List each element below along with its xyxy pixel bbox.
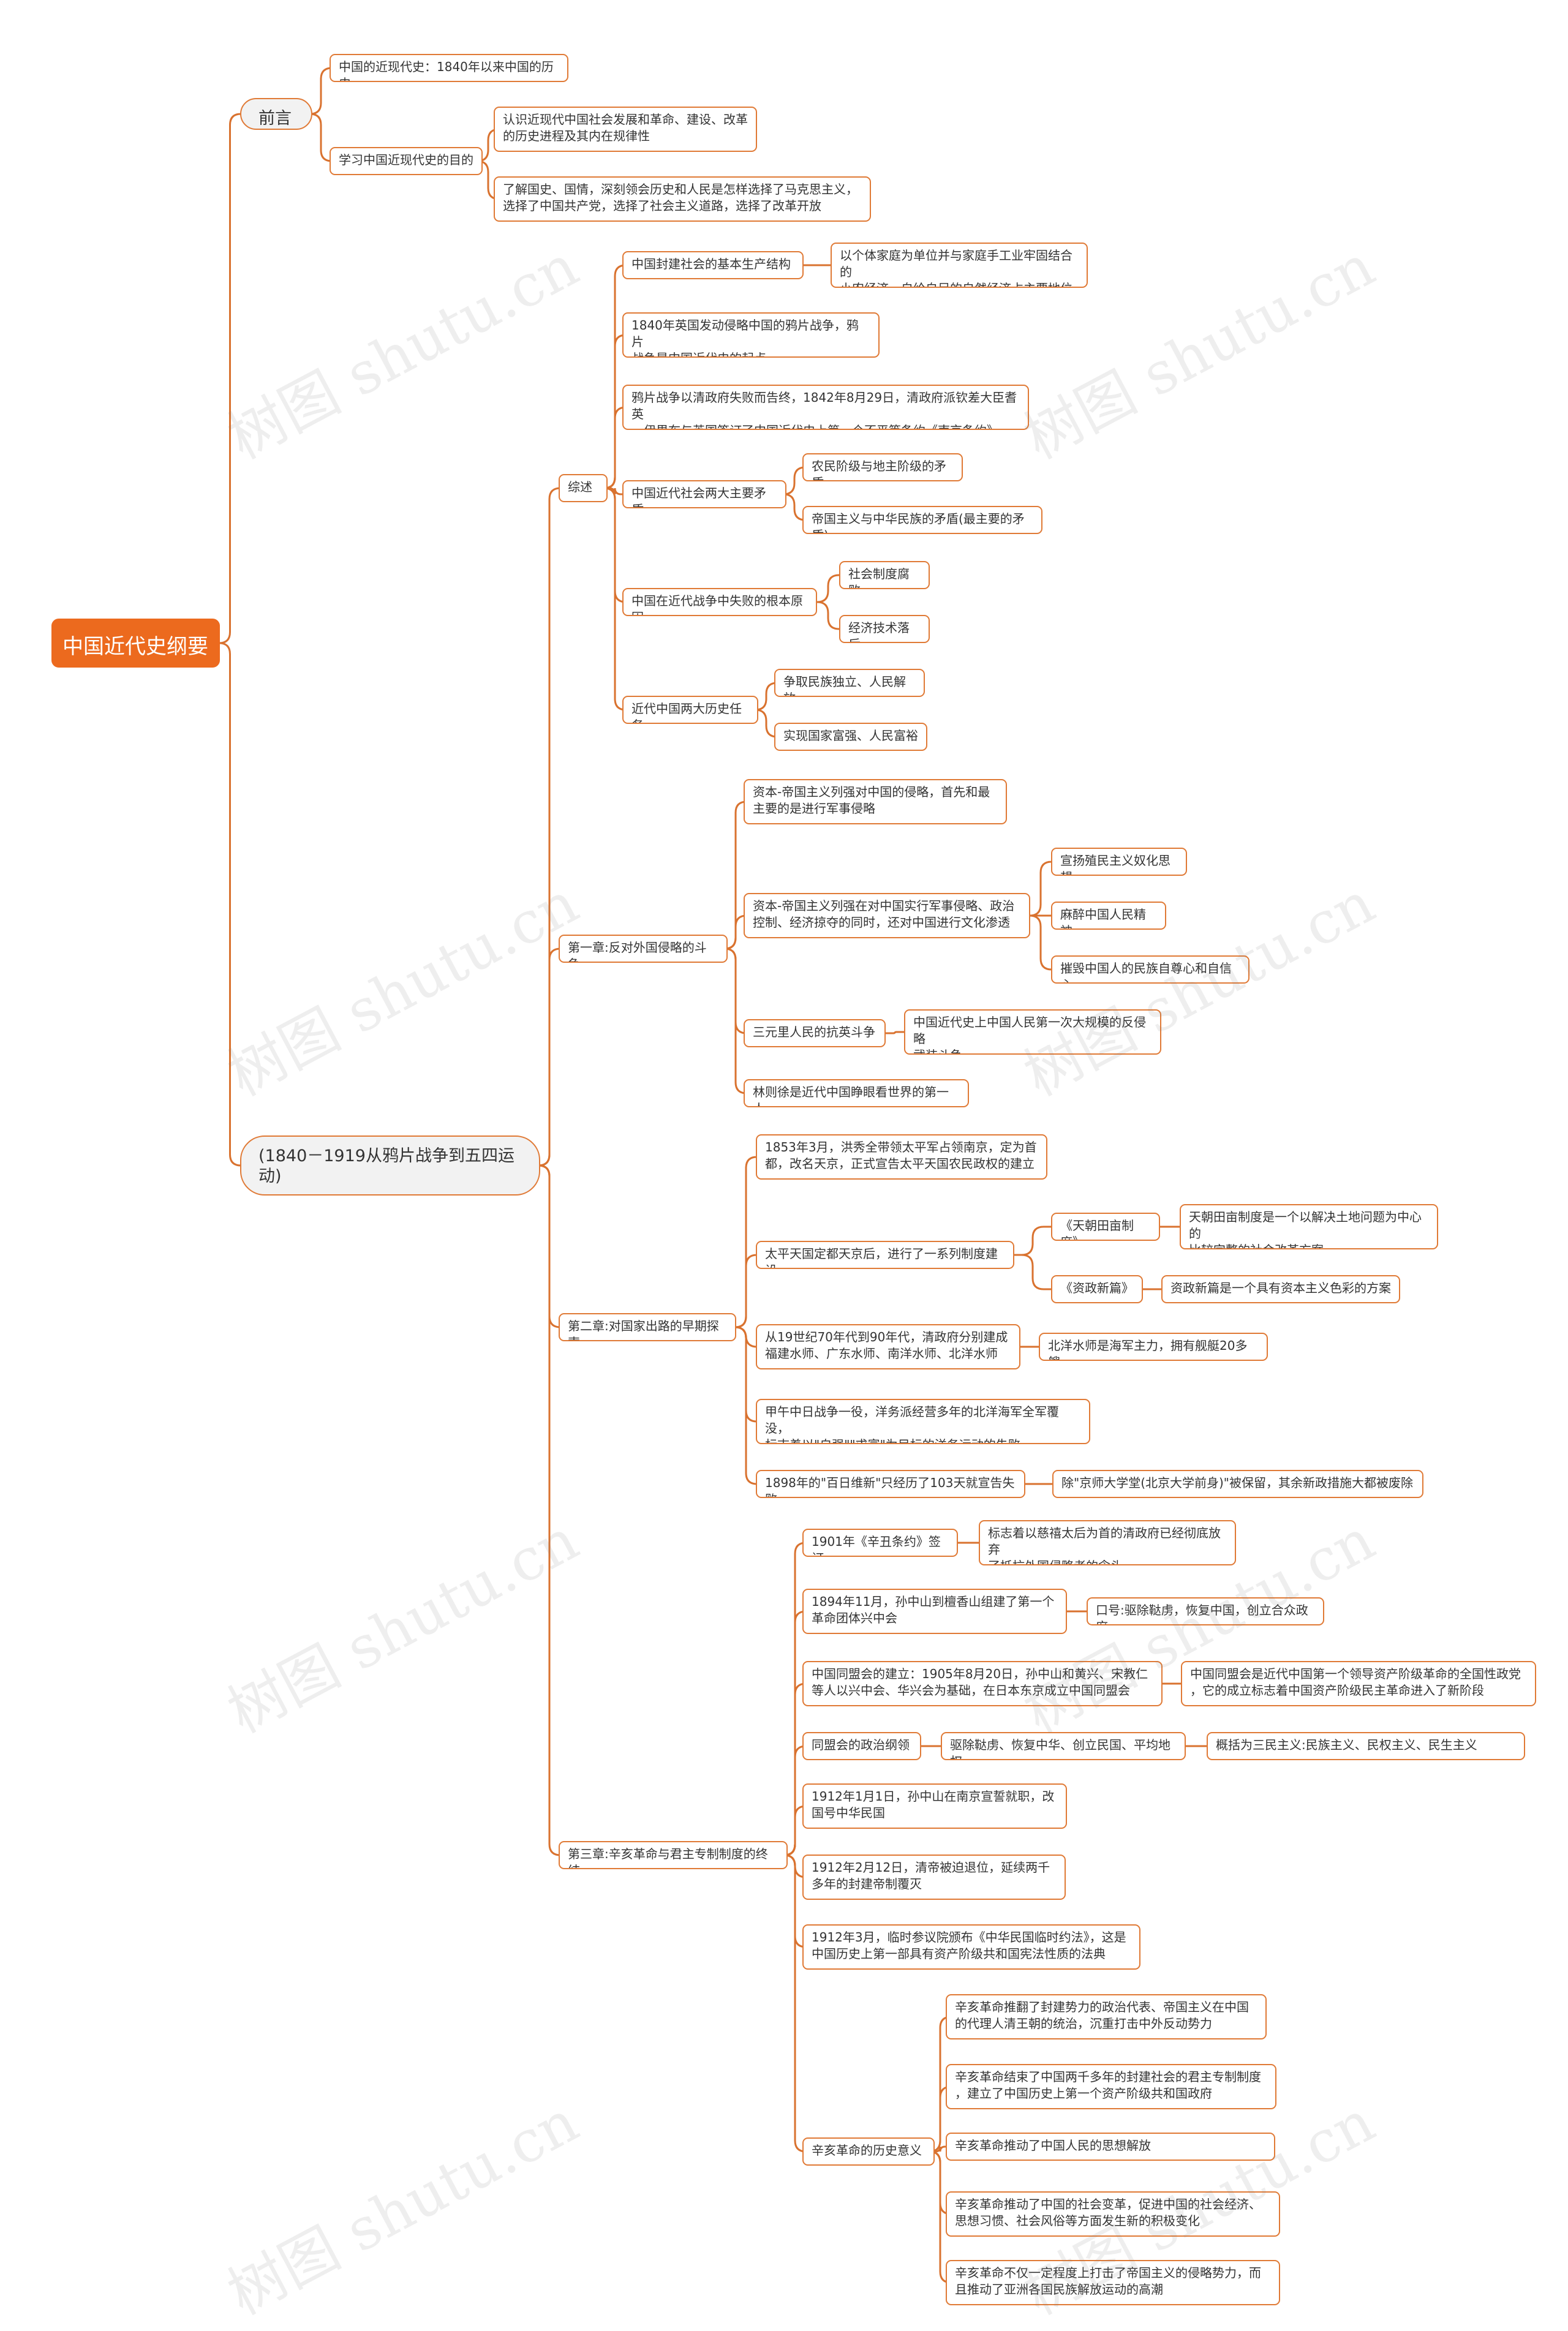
node-c2b[interactable]: 太平天国定都天京后，进行了一系列制度建设 [756,1241,1014,1269]
edge-root-preface [219,113,241,644]
edge-c1-c1b [724,914,747,950]
node-c2e1[interactable]: 除"京师大学堂(北京大学前身)"被保留，其余新政措施大都被废除 [1052,1470,1423,1498]
node-ov[interactable]: 综述 [559,474,608,502]
node-ov4b[interactable]: 帝国主义与中华民族的矛盾(最主要的矛盾) [802,506,1042,534]
node-c2b1a[interactable]: 天朝田亩制度是一个以解决土地问题为中心的 比较完整的社会改革方案 [1180,1204,1438,1249]
edge-c3-c3e [783,1805,807,1856]
edge-ov6-ov6b [755,709,778,738]
node-ov6[interactable]: 近代中国两大历史任务 [622,696,758,724]
node-c2c[interactable]: 从19世纪70年代到90年代，清政府分别建成 福建水师、广东水师、南洋水师、北洋… [756,1324,1020,1369]
node-ov1a[interactable]: 以个体家庭为单位并与家庭手工业牢固结合的 小农经济，自给自足的自然经济占主要地位 [831,243,1088,288]
node-c3a1[interactable]: 标志着以慈禧太后为首的清政府已经彻底放弃 了抵抗外国侵略者的念头 [979,1520,1236,1565]
node-c3a[interactable]: 1901年《辛丑条约》签订 [802,1529,958,1557]
node-era[interactable]: (1840－1919从鸦片战争到五四运 动) [240,1135,540,1196]
node-c3h5[interactable]: 辛亥革命不仅一定程度上打击了帝国主义的侵略势力，而 且推动了亚洲各国民族解放运动… [946,2260,1280,2305]
edge-c2b-c2b1 [1014,1226,1051,1256]
node-c2a[interactable]: 1853年3月，洪秀全带领太平军占领南京，定为首 都，改名天京，正式宣告太平天国… [756,1134,1047,1180]
edge-ov5-ov5b [816,601,840,630]
edge-c1-c1d [724,947,747,1094]
node-ov6a[interactable]: 争取民族独立、人民解放 [774,669,925,697]
node-ov4[interactable]: 中国近代社会两大主要矛盾 [622,480,786,508]
edge-c3h-c3h3 [935,2145,946,2153]
edge-preface-p1 [309,67,333,115]
node-c1c[interactable]: 三元里人民的抗英斗争 [744,1019,886,1047]
node-c1a[interactable]: 资本-帝国主义列强对中国的侵略，首先和最 主要的是进行军事侵略 [744,779,1007,824]
node-ov5[interactable]: 中国在近代战争中失败的根本原因 [622,588,817,616]
node-c3[interactable]: 第三章:辛亥革命与君主专制制度的终结 [559,1841,788,1869]
edge-c1c-c1c1 [886,1031,904,1034]
edge-ov-ov6 [603,487,627,711]
edge-preface-p2 [309,113,333,162]
edge-c3-c3h [783,1854,807,2153]
node-c3h3[interactable]: 辛亥革命推动了中国人民的思想解放 [946,2133,1275,2161]
node-preface[interactable]: 前言 [240,98,312,130]
node-c3d[interactable]: 同盟会的政治纲领 [802,1732,921,1760]
edge-ov5-ov5a [816,574,840,603]
edge-ov4-ov4b [783,493,806,521]
node-c2c1[interactable]: 北洋水师是海军主力，拥有舰艇20多艘 [1039,1333,1268,1361]
node-p2b[interactable]: 了解国史、国情，深刻领会历史和人民是怎样选择了马克思主义， 选择了中国共产党，选… [494,176,871,222]
node-ov1[interactable]: 中国封建社会的基本生产结构 [622,251,804,279]
node-c3e[interactable]: 1912年1月1日，孙中山在南京宣誓就职，改 国号中华民国 [802,1783,1067,1829]
root-node[interactable]: 中国近代史纲要 [51,619,220,668]
node-c2b1[interactable]: 《天朝田亩制度》 [1051,1213,1160,1241]
edge-ov-ov4 [608,487,622,495]
node-c1b[interactable]: 资本-帝国主义列强在对中国实行军事侵略、政治 控制、经济掠夺的同时，还对中国进行… [744,893,1030,938]
edge-c2-c2b [734,1254,758,1328]
node-c2[interactable]: 第二章:对国家出路的早期探索 [559,1313,736,1341]
node-ov5b[interactable]: 经济技术落后 [839,615,930,643]
edge-c2b-c2b2 [1014,1254,1051,1290]
node-c3h2[interactable]: 辛亥革命结束了中国两千多年的封建社会的君主专制制度 ，建立了中国历史上第一个资产… [946,2064,1276,2109]
node-c1b1[interactable]: 宣扬殖民主义奴化思想 [1051,848,1187,876]
node-c3c1[interactable]: 中国同盟会是近代中国第一个领导资产阶级革命的全国性政党 ，它的成立标志着中国资产… [1181,1661,1536,1706]
node-c3c[interactable]: 中国同盟会的建立：1905年8月20日，孙中山和黄兴、宋教仁 等人以兴中会、华兴… [802,1661,1163,1706]
node-p2a[interactable]: 认识近现代中国社会发展和革命、建设、改革 的历史进程及其内在规律性 [494,107,757,152]
edge-root-era [219,642,241,1167]
node-p2[interactable]: 学习中国近现代史的目的 [330,147,483,175]
node-c2d[interactable]: 甲午中日战争一役，洋务派经营多年的北洋海军全军覆没， 标志着以"自强""求富"为… [756,1399,1090,1444]
node-c3d1a[interactable]: 概括为三民主义:民族主义、民权主义、民生主义 [1207,1732,1525,1760]
node-ov3[interactable]: 鸦片战争以清政府失败而告终，1842年8月29日，清政府派钦差大臣耆英 、伊里布… [622,385,1029,430]
edge-c1b-c1b3 [1029,914,1052,971]
node-c3h[interactable]: 辛亥革命的历史意义 [802,2137,935,2166]
node-c3f[interactable]: 1912年2月12日，清帝被迫退位，延续两千 多年的封建帝制覆灭 [802,1855,1066,1900]
node-c2b2[interactable]: 《资政新篇》 [1051,1275,1143,1303]
node-c3d1[interactable]: 驱除鞑虏、恢复中华、创立民国、平均地权 [941,1732,1186,1760]
node-c3b[interactable]: 1894年11月，孙中山到檀香山组建了第一个 革命团体兴中会 [802,1589,1067,1634]
node-c2b2a[interactable]: 资政新篇是一个具有资本主义色彩的方案 [1161,1275,1400,1303]
node-c1[interactable]: 第一章:反对外国侵略的斗争 [559,935,728,963]
node-c3b1[interactable]: 口号:驱除鞑虏，恢复中国，创立合众政府 [1087,1597,1324,1625]
edge-c1b-c1b1 [1029,860,1052,917]
node-c3g[interactable]: 1912年3月，临时参议院颁布《中华民国临时约法》，这是 中国历史上第一部具有资… [802,1924,1140,1970]
edge-era-c1 [538,947,561,1167]
node-ov6b[interactable]: 实现国家富强、人民富裕 [774,723,927,751]
node-ov4a[interactable]: 农民阶级与地主阶级的矛盾 [802,453,963,481]
node-c3h1[interactable]: 辛亥革命推翻了封建势力的政治代表、帝国主义在中国 的代理人清王朝的统治，沉重打击… [946,1994,1267,2039]
edge-c2-c2e [734,1326,758,1485]
edge-ov4-ov4a [783,466,806,495]
node-c3h4[interactable]: 辛亥革命推动了中国的社会变革，促进中国的社会经济、 思想习惯、社会风俗等方面发生… [946,2191,1280,2237]
node-c1d[interactable]: 林则徐是近代中国睁眼看世界的第一人 [744,1079,969,1107]
node-c1b2[interactable]: 麻醉中国人民精神 [1051,902,1166,930]
node-c2e[interactable]: 1898年的"百日维新"只经历了103天就宣告失败 [756,1470,1025,1498]
node-ov5a[interactable]: 社会制度腐败 [839,561,930,589]
node-c1c1[interactable]: 中国近代史上中国人民第一次大规模的反侵略 武装斗争 [904,1009,1161,1055]
node-c1b3[interactable]: 摧毁中国人的民族自尊心和自信心 [1051,955,1250,984]
node-ov2[interactable]: 1840年英国发动侵略中国的鸦片战争，鸦片 战争是中国近代史的起点 [622,312,880,358]
edge-ov6-ov6a [755,682,778,711]
edge-era-c3 [538,1164,561,1856]
node-p1[interactable]: 中国的近现代史：1840年以来中国的历史 [330,54,568,82]
